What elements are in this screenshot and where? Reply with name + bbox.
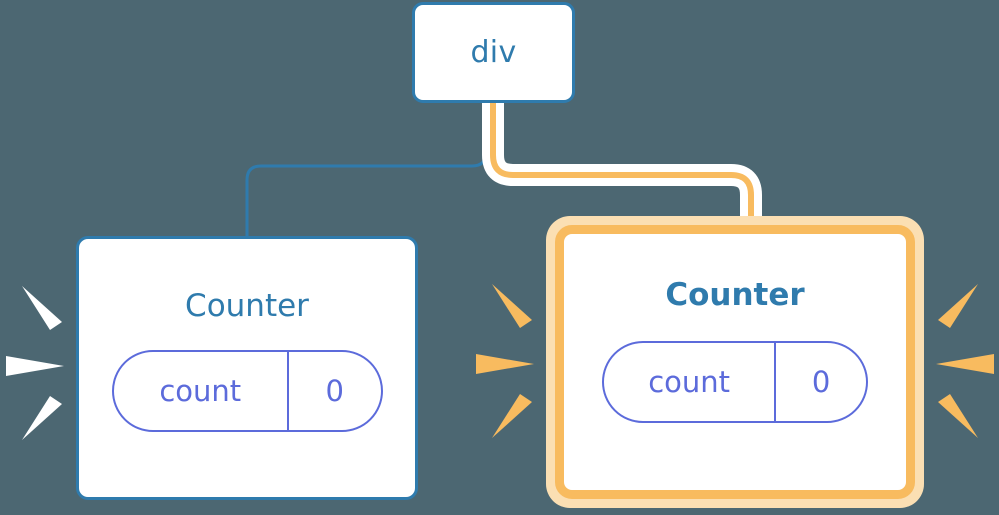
node-counter-right-label: Counter (665, 277, 805, 313)
node-counter-right-highlight: Counter count 0 (546, 216, 924, 508)
state-key-count-left: count (114, 352, 290, 430)
node-counter-left[interactable]: Counter count 0 (76, 236, 418, 500)
edge-div-to-counter-left (245, 102, 488, 236)
node-counter-right[interactable]: Counter count 0 (555, 225, 915, 499)
node-div[interactable]: div (412, 2, 575, 103)
state-pill-left[interactable]: count 0 (111, 350, 383, 432)
state-value-count-right: 0 (811, 364, 831, 399)
node-div-label: div (470, 34, 517, 70)
state-key-count-right: count (604, 343, 777, 421)
node-counter-left-label: Counter (185, 288, 309, 324)
state-pill-right[interactable]: count 0 (602, 341, 868, 423)
edge-div-to-counter-right (490, 102, 754, 238)
state-value-count-left: 0 (325, 373, 344, 408)
